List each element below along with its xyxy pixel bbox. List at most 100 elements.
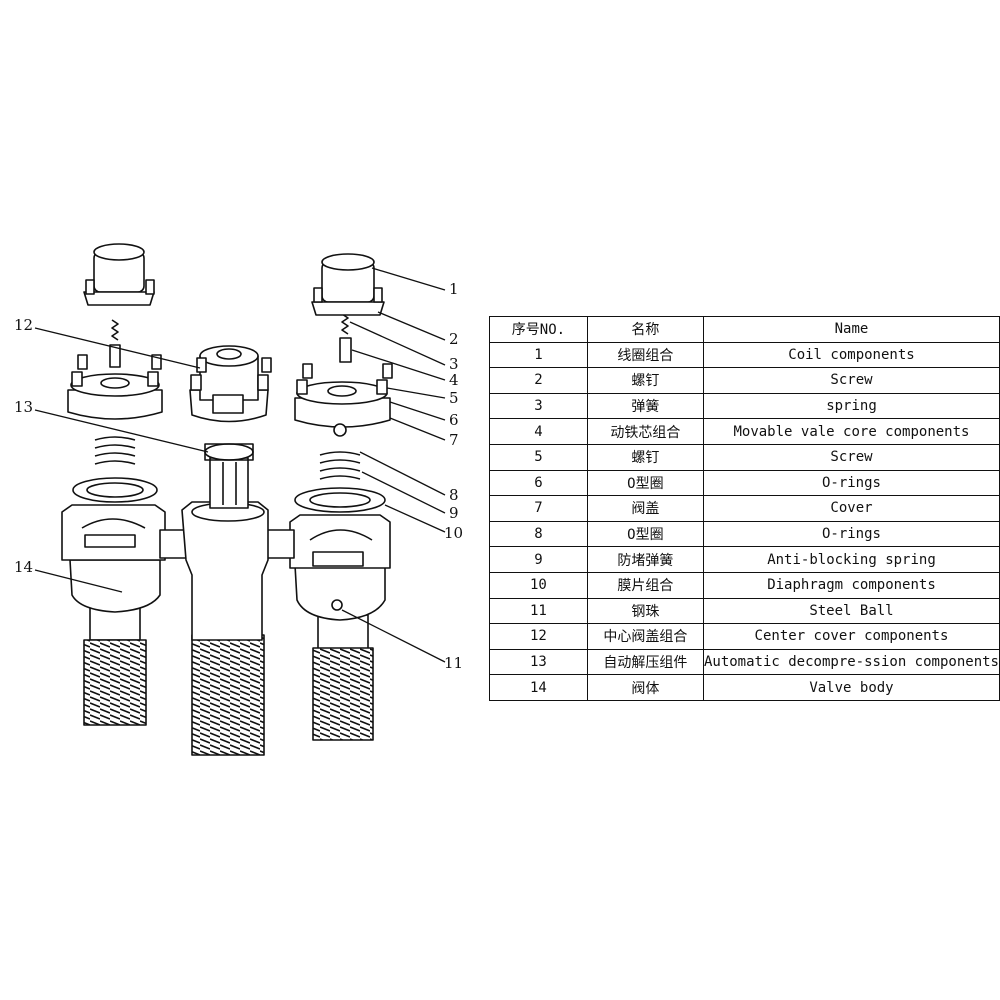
center-valve-assembly (189, 345, 272, 509)
center-inlet-thread (191, 634, 265, 756)
row-no: 7 (489, 495, 588, 522)
row-cn-name: 螺钉 (586, 443, 704, 471)
callout-3: 3 (449, 355, 459, 373)
row-cn-name: O型圈 (586, 520, 704, 548)
row-no: 2 (489, 367, 588, 394)
row-cn-name: 阀体 (586, 674, 704, 701)
header-en-name: Name (702, 316, 1000, 343)
row-cn-name: 钢珠 (586, 597, 704, 625)
header-cn-name: 名称 (586, 316, 704, 343)
row-en-name: Cover (702, 495, 1000, 522)
center-cover-screws (190, 357, 272, 391)
row-cn-name: 防堵弹簧 (586, 546, 704, 573)
row-en-name: Diaphragm components (702, 571, 1000, 599)
right-coil-top (321, 253, 375, 271)
row-no: 10 (489, 571, 588, 599)
row-no: 14 (489, 674, 588, 701)
callout-14: 14 (14, 558, 33, 576)
row-cn-name: 自动解压组件 (586, 648, 704, 676)
right-cover-knob (333, 423, 347, 437)
right-spring (341, 313, 349, 335)
left-chamber-flange (61, 504, 166, 561)
left-outlet-thread (83, 639, 147, 726)
left-spring (111, 319, 119, 341)
row-no: 9 (489, 546, 588, 573)
row-en-name: Center cover components (702, 623, 1000, 650)
right-cover-screws (296, 363, 393, 395)
row-cn-name: 膜片组合 (586, 571, 704, 599)
row-cn-name: 螺钉 (586, 367, 704, 394)
callout-labels: 1 2 3 4 5 6 7 8 9 10 11 12 13 14 (14, 280, 463, 672)
callout-8: 8 (449, 486, 459, 504)
callout-9: 9 (449, 504, 459, 522)
left-coil-bracket (83, 291, 155, 306)
right-anti-blocking-spring (319, 451, 361, 480)
center-cover-knob (212, 394, 244, 414)
row-en-name: Screw (702, 443, 1000, 471)
center-cover-top (199, 345, 259, 367)
callout-2: 2 (449, 330, 459, 348)
row-no: 8 (489, 520, 588, 548)
steel-ball-port (331, 599, 343, 611)
left-core (109, 344, 121, 368)
callout-11: 11 (444, 654, 463, 672)
callout-7: 7 (449, 431, 459, 449)
left-cover-top (70, 373, 160, 397)
row-cn-name: 弹簧 (586, 392, 704, 420)
row-no: 6 (489, 469, 588, 497)
row-en-name: Coil components (702, 341, 1000, 369)
row-cn-name: O型圈 (586, 469, 704, 497)
callout-12: 12 (14, 316, 33, 334)
callout-1: 1 (449, 280, 459, 298)
callout-5: 5 (449, 389, 459, 407)
header-no: 序号NO. (489, 316, 588, 343)
right-chamber-port (312, 551, 364, 567)
right-chamber (294, 564, 386, 621)
row-en-name: Anti-blocking spring (702, 546, 1000, 573)
row-no: 13 (489, 648, 588, 676)
right-diaphragm (294, 487, 386, 513)
row-en-name: Screw (702, 367, 1000, 394)
row-no: 12 (489, 623, 588, 650)
row-cn-name: 线圈组合 (586, 341, 704, 369)
right-outlet-thread (312, 647, 374, 741)
decompression-cap (204, 443, 254, 461)
callout-6: 6 (449, 411, 459, 429)
left-coil-screws (85, 279, 155, 295)
left-diaphragm (72, 477, 158, 503)
left-coil-top (93, 243, 145, 261)
callout-10: 10 (444, 524, 463, 542)
left-chamber (69, 559, 161, 613)
row-en-name: Steel Ball (702, 597, 1000, 625)
left-anti-blocking-spring (94, 436, 136, 465)
row-cn-name: 阀盖 (586, 495, 704, 522)
right-coil-bracket (311, 301, 385, 316)
leader-lines (34, 267, 446, 663)
row-en-name: spring (702, 392, 1000, 420)
row-en-name: O-rings (702, 469, 1000, 497)
decompression-cage (209, 457, 249, 509)
row-en-name: Valve body (702, 674, 1000, 701)
row-no: 1 (489, 341, 588, 369)
row-cn-name: 动铁芯组合 (586, 418, 704, 445)
right-valve-assembly (294, 253, 393, 513)
row-en-name: O-rings (702, 520, 1000, 548)
left-cover-screws (71, 354, 162, 387)
row-en-name: Movable vale core components (702, 418, 1000, 445)
valve-body (61, 501, 391, 756)
left-valve-assembly (67, 243, 163, 503)
